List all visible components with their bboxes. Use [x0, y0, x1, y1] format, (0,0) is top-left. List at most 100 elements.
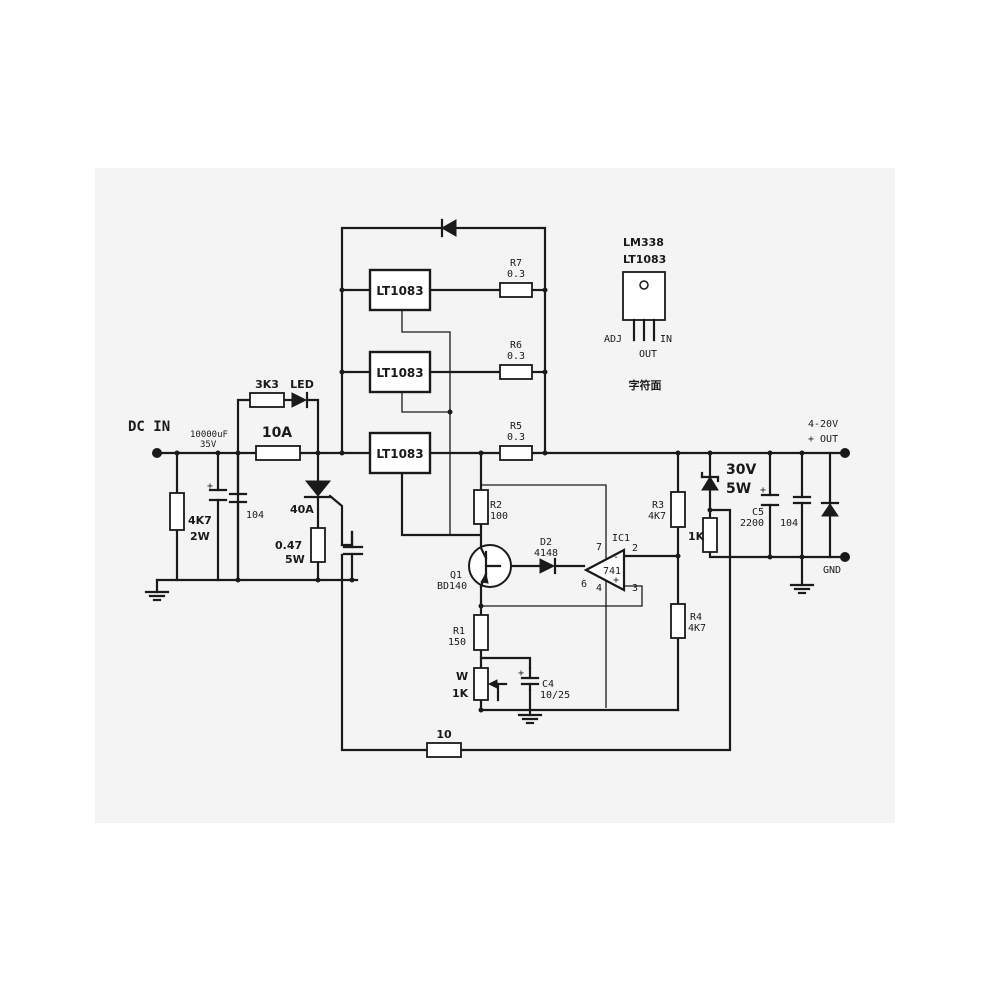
svg-text:R5: R5: [510, 421, 522, 432]
resistor-1k: 1K: [688, 517, 718, 553]
svg-text:LT1083: LT1083: [376, 284, 423, 298]
output-voltage-label: 4-20V: [808, 419, 838, 430]
svg-text:LT1083: LT1083: [623, 253, 666, 266]
capacitor-10000uf: + 10000uF 35V: [190, 430, 228, 502]
svg-text:0.47: 0.47: [275, 539, 302, 552]
svg-text:104: 104: [780, 518, 798, 529]
led: LED: [290, 378, 314, 409]
svg-text:R2: R2: [490, 500, 502, 511]
dc-in-label: DC IN: [128, 419, 170, 435]
svg-text:0.3: 0.3: [507, 269, 525, 280]
svg-text:10/25: 10/25: [540, 690, 570, 701]
svg-text:100: 100: [490, 511, 508, 522]
svg-text:OUT: OUT: [639, 349, 657, 360]
package-diagram: LM338 LT1083 ADJ OUT IN 字符面: [604, 236, 672, 392]
svg-text:4K7: 4K7: [688, 623, 706, 634]
ground-symbol-output: [789, 583, 815, 595]
svg-text:C4: C4: [542, 679, 554, 690]
regulator-u1: LT1083: [368, 268, 432, 312]
resistor-10: 10: [426, 728, 462, 758]
svg-text:LM338: LM338: [623, 236, 664, 249]
svg-text:1K: 1K: [452, 687, 469, 700]
capacitor-104-out: 104: [780, 495, 812, 529]
thyristor-40a: 40A: [290, 480, 333, 516]
fuse-10a: 10A: [255, 425, 301, 461]
svg-text:3K3: 3K3: [255, 378, 279, 391]
svg-text:4K7: 4K7: [188, 514, 212, 527]
resistor-r4: R4 4K7: [670, 603, 706, 639]
svg-text:W: W: [456, 670, 468, 683]
svg-text:IN: IN: [660, 334, 672, 345]
svg-text:10000uF: 10000uF: [190, 430, 228, 440]
svg-text:104: 104: [246, 510, 264, 521]
svg-text:R3: R3: [652, 500, 664, 511]
resistor-r5: R5 0.3: [499, 421, 533, 461]
svg-text:D2: D2: [540, 537, 552, 548]
top-diode: [440, 218, 457, 238]
svg-text:+: +: [613, 575, 619, 586]
svg-text:1K: 1K: [688, 530, 705, 543]
wires: [155, 226, 847, 752]
svg-text:35V: 35V: [200, 440, 217, 450]
svg-text:R1: R1: [453, 626, 465, 637]
svg-text:2W: 2W: [190, 530, 210, 543]
output-diode: [820, 501, 840, 517]
junction-dots: [152, 287, 850, 713]
svg-text:+: +: [518, 668, 524, 679]
svg-text:R4: R4: [690, 612, 702, 623]
resistor-047-5w: 0.47 5W: [275, 527, 326, 566]
transistor-q1: Q1 BD140: [437, 544, 512, 592]
capacitor-gate: [342, 530, 364, 556]
svg-text:5W: 5W: [726, 481, 751, 497]
svg-text:Q1: Q1: [450, 570, 462, 581]
svg-text:4: 4: [596, 583, 602, 594]
svg-text:2: 2: [632, 543, 638, 554]
svg-text:-: -: [613, 552, 619, 563]
ground-symbol-c4: [517, 713, 543, 725]
svg-text:LT1083: LT1083: [376, 447, 423, 461]
svg-text:IC1: IC1: [612, 533, 630, 544]
svg-text:7: 7: [596, 542, 602, 553]
resistor-3k3: 3K3: [249, 378, 285, 408]
svg-text:4K7: 4K7: [648, 511, 666, 522]
capacitor-104-in: 104: [228, 492, 264, 521]
svg-text:150: 150: [448, 637, 466, 648]
svg-text:字符面: 字符面: [629, 378, 662, 392]
svg-text:0.3: 0.3: [507, 432, 525, 443]
svg-text:6: 6: [581, 579, 587, 590]
regulator-u3: LT1083: [368, 431, 432, 475]
regulator-u2: LT1083: [368, 350, 432, 394]
svg-text:4148: 4148: [534, 548, 558, 559]
svg-text:BD140: BD140: [437, 581, 467, 592]
capacitor-c4: + C4 10/25: [518, 666, 570, 701]
resistor-r2: R2 100: [473, 489, 508, 525]
svg-text:3: 3: [632, 583, 638, 594]
svg-text:C5: C5: [752, 507, 764, 518]
svg-text:0.3: 0.3: [507, 351, 525, 362]
resistor-r6: R6 0.3: [499, 340, 533, 380]
svg-text:R6: R6: [510, 340, 522, 351]
svg-text:+: +: [207, 481, 213, 492]
svg-text:+: +: [760, 485, 766, 496]
opamp-ic1: 741 + - IC1 7 6 2 4 3: [581, 533, 638, 594]
svg-text:LT1083: LT1083: [376, 366, 423, 380]
resistor-4k7-2w: 4K7 2W: [169, 492, 212, 543]
svg-text:LED: LED: [290, 378, 314, 391]
svg-text:ADJ: ADJ: [604, 334, 622, 345]
capacitor-c5: + C5 2200: [740, 485, 780, 529]
zener-diode-30v: 30V 5W: [700, 462, 756, 497]
resistor-r7: R7 0.3: [499, 258, 533, 298]
resistor-r1: R1 150: [448, 614, 489, 651]
svg-text:10A: 10A: [262, 425, 292, 441]
svg-text:40A: 40A: [290, 503, 314, 516]
svg-text:10: 10: [436, 728, 452, 741]
svg-text:30V: 30V: [726, 462, 756, 478]
output-plus-label: + OUT: [808, 434, 838, 445]
svg-text:5W: 5W: [285, 553, 305, 566]
svg-text:R7: R7: [510, 258, 522, 269]
output-gnd-label: GND: [823, 565, 841, 576]
svg-text:2200: 2200: [740, 518, 764, 529]
potentiometer-w: W 1K: [452, 667, 500, 702]
resistor-r3: R3 4K7: [648, 491, 686, 528]
